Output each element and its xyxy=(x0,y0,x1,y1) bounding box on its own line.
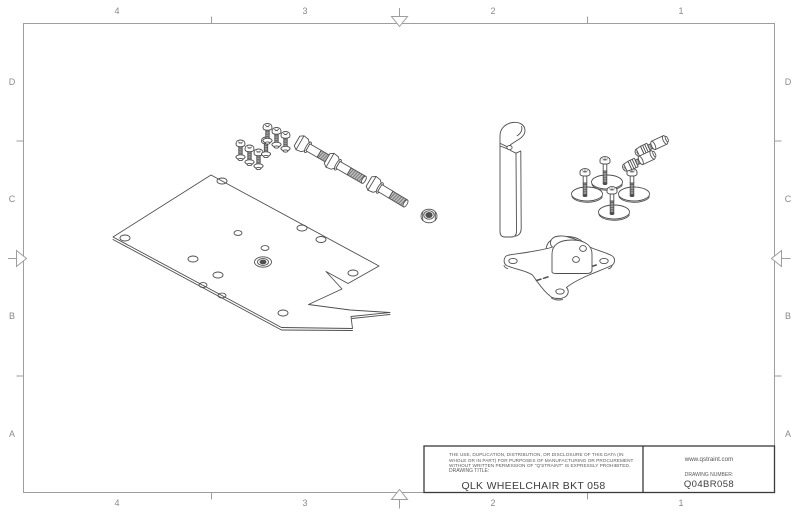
grid-column-label: 3 xyxy=(302,6,308,16)
grid-row-label: A xyxy=(8,429,15,439)
border-frame xyxy=(8,8,791,509)
title-block-frame xyxy=(423,445,776,494)
drawing-number: Q04BR058 xyxy=(683,479,735,490)
grid-column-label: 3 xyxy=(302,498,308,508)
grid-row-label: B xyxy=(784,311,791,321)
zone-tick-marks xyxy=(16,16,782,500)
legal-notice-line: WHOLE OR IN PART) FOR PURPOSES OF MANUFA… xyxy=(449,457,634,463)
grid-column-label: 1 xyxy=(678,498,684,508)
grid-row-label: C xyxy=(8,194,16,204)
legal-notice: THE USE, DUPLICATION, DISTRIBUTION, OR D… xyxy=(449,452,639,469)
grid-column-label: 2 xyxy=(490,6,496,16)
grommet-hole xyxy=(254,256,272,268)
mounting-plate-drawing xyxy=(112,174,391,331)
flange-screws-left xyxy=(235,139,264,171)
center-mark-icon xyxy=(8,8,791,509)
grid-column-label: 4 xyxy=(114,498,120,508)
grid-row-label: D xyxy=(8,77,16,87)
grid-column-label: 4 xyxy=(114,6,120,16)
stud-fasteners-drawing xyxy=(620,133,671,174)
grid-row-label: A xyxy=(784,429,791,439)
grid-row-label: C xyxy=(784,194,792,204)
legal-notice-line: THE USE, DUPLICATION, DISTRIBUTION, OR D… xyxy=(449,452,624,457)
drawing-title-label: DRAWING TITLE: xyxy=(449,468,490,474)
flange-screws-right xyxy=(260,123,291,159)
drawing-title: QLK WHEELCHAIR BKT 058 xyxy=(461,480,606,492)
floor-bracket-drawing xyxy=(503,235,615,301)
parts-drawing xyxy=(112,121,671,331)
clevis-front-plate xyxy=(551,239,593,274)
website-url: www.qstraint.com xyxy=(684,456,734,463)
j-hook-bracket-drawing xyxy=(499,121,526,238)
legal-notice-line: WITHOUT WRITTEN PERMISSION OF "Q'STRAINT… xyxy=(449,463,631,469)
flange-nut-drawing xyxy=(420,208,438,224)
grid-column-label: 1 xyxy=(678,6,684,16)
drawing-number-label: DRAWING NUMBER: xyxy=(684,471,734,478)
grid-row-label: D xyxy=(784,77,792,87)
grid-row-label: B xyxy=(8,311,15,321)
grid-column-label: 2 xyxy=(490,498,496,508)
hex-bolts-drawing xyxy=(292,133,412,212)
